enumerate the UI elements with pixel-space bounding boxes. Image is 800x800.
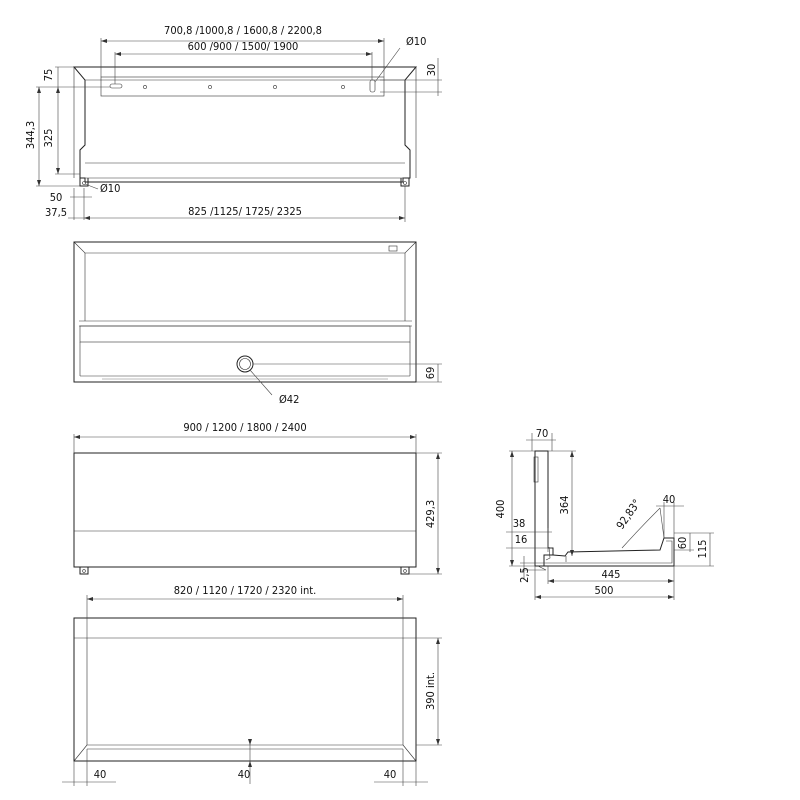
dim-width-label: 825 /1125/ 1725/ 2325	[188, 205, 302, 218]
rear-view-inner-frame	[73, 241, 417, 254]
front-view: 900 / 1200 / 1800 / 2400 429,3	[73, 421, 442, 575]
plan-inner-box	[86, 638, 404, 746]
section-dim-500-label: 500	[595, 584, 614, 597]
front-foot-hole-left	[82, 569, 86, 573]
plan-corner-left	[73, 744, 88, 762]
plan-dim-mid-label: 40	[238, 768, 251, 781]
section-dim-445-label: 445	[602, 568, 621, 581]
foot-hole-right	[403, 181, 407, 185]
mounting-view-outline	[72, 66, 418, 183]
section-basin	[544, 537, 675, 567]
hole-1	[143, 85, 147, 89]
front-dim-width-label: 900 / 1200 / 1800 / 2400	[183, 421, 306, 434]
section-dim-364-label: 364	[558, 496, 571, 515]
dim-75-label: 75	[42, 69, 55, 82]
front-foot-right	[400, 567, 410, 575]
section-dim-400-label: 400	[494, 500, 507, 519]
hole-4	[341, 85, 345, 89]
leader-line	[374, 47, 401, 83]
front-foot-hole-right	[403, 569, 407, 573]
dim-69-label: 69	[424, 367, 437, 380]
plan-dim-right-label: 40	[384, 768, 397, 781]
plan-dim-left-label: 40	[94, 768, 107, 781]
section-dim-38-label: 38	[513, 517, 526, 530]
foot-left	[79, 178, 89, 187]
front-dim-height-label: 429,3	[424, 500, 437, 528]
dim-344-label: 344,3	[24, 121, 37, 149]
front-view-outline	[73, 452, 417, 568]
leader-line	[249, 369, 273, 396]
section-dim-angle-label: 92,83°	[614, 497, 644, 532]
dim-drain-label: Ø42	[279, 393, 299, 406]
angle-ref	[659, 507, 665, 539]
section-slope	[537, 565, 547, 571]
section-back-detail	[533, 456, 539, 483]
mounting-rail	[100, 76, 385, 97]
mounting-view: 700,8 /1000,8 / 1600,8 / 2200,8 600 /900…	[24, 24, 442, 222]
section-dim-16-label: 16	[515, 533, 528, 546]
rear-small-bracket	[388, 245, 398, 252]
plan-corner-right	[402, 744, 417, 762]
foot-hole-left	[82, 181, 86, 185]
dim-325-label: 325	[42, 129, 55, 148]
dim-hole-dia-bottom-label: Ø10	[100, 182, 120, 195]
plan-view-outline	[73, 617, 417, 762]
plan-view: 820 / 1120 / 1720 / 2320 int. 390 int. 4…	[62, 584, 442, 786]
leader-line	[84, 183, 99, 190]
rear-shelf-front	[79, 325, 411, 343]
front-foot-left	[79, 567, 89, 575]
dim-holes-inner-label: 600 /900 / 1500/ 1900	[188, 40, 299, 53]
drain-hole-inner	[239, 358, 251, 370]
section-dim-60-label: 60	[676, 537, 689, 550]
section-view: 70 400 364 92,83° 40 60 115 38 16	[494, 427, 714, 600]
section-dim-70-label: 70	[536, 427, 549, 440]
slot-right	[369, 79, 376, 93]
section-basin-inner	[546, 540, 673, 564]
section-dim-115-label: 115	[696, 540, 709, 559]
dim-holes-outer-label: 700,8 /1000,8 / 1600,8 / 2200,8	[164, 24, 322, 37]
rear-view-outline	[73, 241, 417, 383]
angle-arc	[621, 507, 661, 549]
section-dim-2-5-label: 2,5	[518, 567, 531, 583]
plan-dim-inner-width-label: 820 / 1120 / 1720 / 2320 int.	[174, 584, 316, 597]
dim-37-label: 37,5	[45, 206, 67, 219]
section-hook	[545, 546, 551, 561]
dim-30-label: 30	[425, 64, 438, 77]
dim-hole-dia-top-label: Ø10	[406, 35, 426, 48]
dim-arrows	[248, 739, 252, 767]
dim-50-label: 50	[50, 191, 63, 204]
hole-2	[208, 85, 212, 89]
section-dim-40-label: 40	[663, 493, 676, 506]
rear-view: Ø42 69	[73, 241, 442, 406]
plan-dim-inner-depth-label: 390 int.	[424, 672, 437, 710]
slot-left	[109, 83, 123, 89]
hole-3	[273, 85, 277, 89]
